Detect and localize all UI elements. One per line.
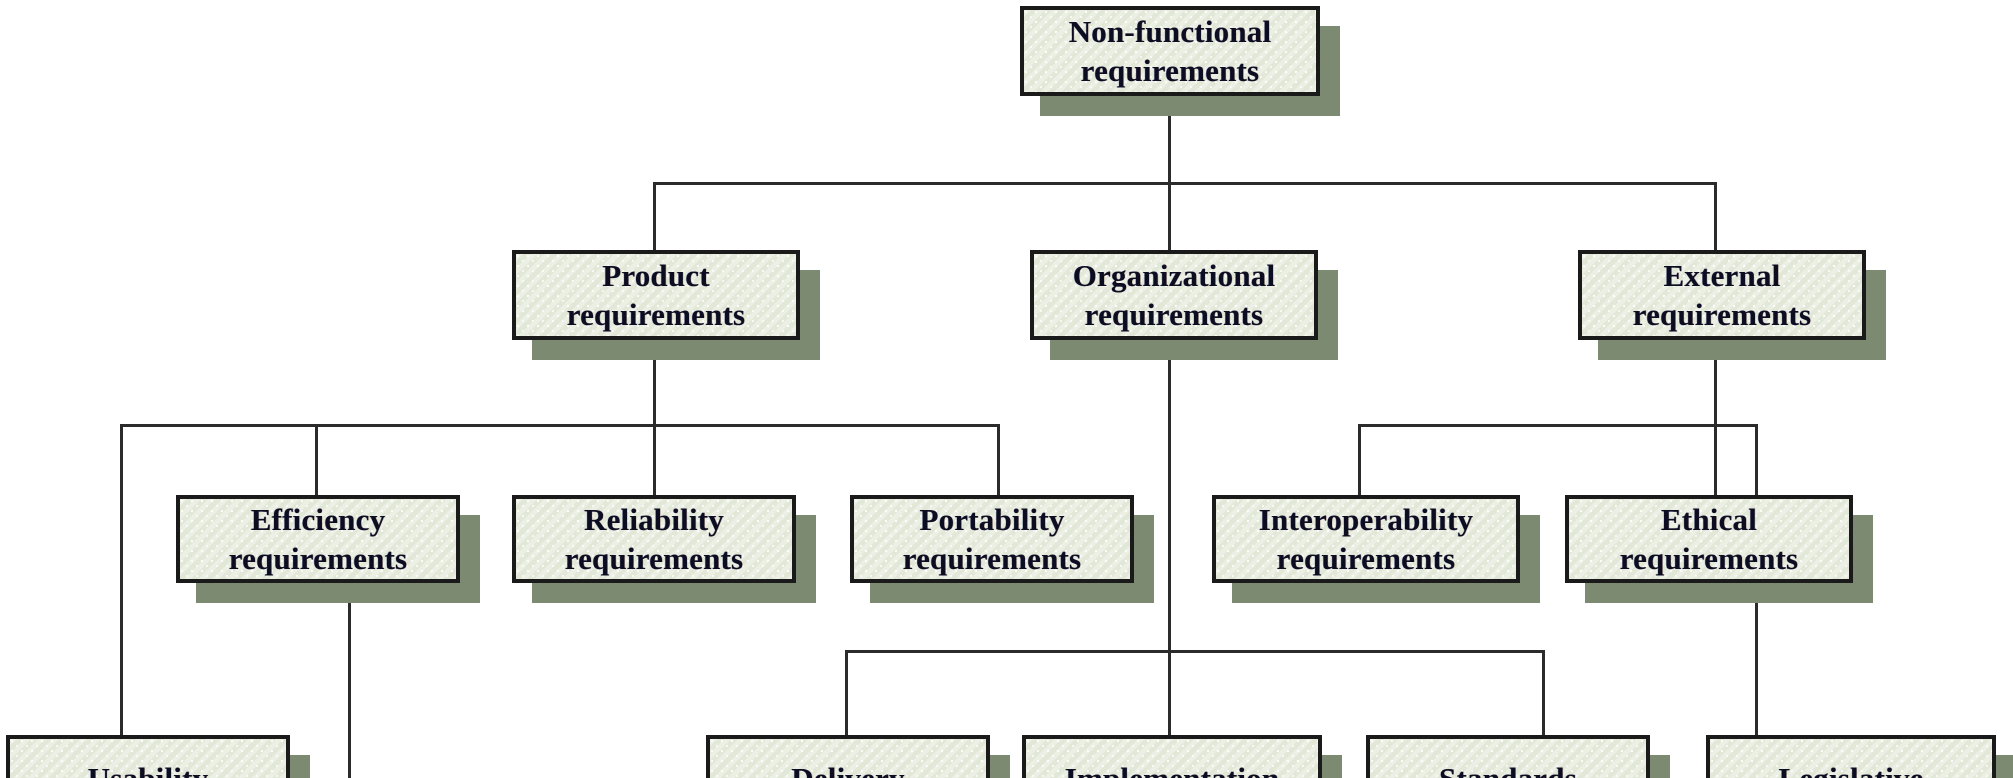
connector-drop-efficiency (315, 424, 318, 498)
node-ethical-requirements[interactable]: Ethical requirements (1565, 495, 1853, 583)
node-implementation[interactable]: Implementation (1022, 735, 1322, 778)
connector-external-bus (1358, 424, 1758, 427)
node-portability-requirements[interactable]: Portability requirements (850, 495, 1134, 583)
node-label: Portability requirements (902, 501, 1082, 576)
connector-organizational-bus (845, 650, 1545, 653)
connector-drop-product (653, 182, 656, 252)
node-label: Legislative (1772, 759, 1929, 778)
node-label: Ethical requirements (1619, 501, 1799, 576)
node-label: Interoperability requirements (1258, 501, 1474, 576)
node-non-functional-requirements[interactable]: Non-functional requirements (1020, 6, 1320, 96)
node-label: Non-functional requirements (1068, 13, 1272, 88)
node-label: Delivery (785, 759, 911, 778)
connector-drop-delivery (845, 650, 848, 738)
connector-drop-interoperability (1358, 424, 1361, 498)
node-product-requirements[interactable]: Product requirements (512, 250, 800, 340)
connector-product-stem (653, 340, 656, 426)
node-organizational-requirements[interactable]: Organizational requirements (1030, 250, 1318, 340)
node-label: Reliability requirements (564, 501, 744, 576)
connector-drop-implementation (1168, 650, 1171, 738)
connector-drop-reliability (653, 424, 656, 498)
node-label: Standards (1433, 759, 1583, 778)
node-label: Product requirements (566, 257, 746, 332)
node-standards[interactable]: Standards (1366, 735, 1650, 778)
connector-drop-organizational (1168, 182, 1171, 252)
node-label: Implementation (1059, 759, 1286, 778)
node-label: Usability (82, 759, 215, 778)
node-usability[interactable]: Usability (6, 735, 290, 778)
connector-product-bus (120, 424, 1000, 427)
connector-root-stem (1168, 96, 1171, 184)
node-label: External requirements (1632, 257, 1812, 332)
connector-efficiency-stem (348, 583, 351, 778)
connector-drop-portability (997, 424, 1000, 498)
connector-drop-standards (1542, 650, 1545, 738)
node-efficiency-requirements[interactable]: Efficiency requirements (176, 495, 460, 583)
connector-organizational-stem (1168, 340, 1171, 740)
node-label: Organizational requirements (1072, 257, 1276, 332)
node-label: Efficiency requirements (228, 501, 408, 576)
connector-drop-external (1714, 182, 1717, 252)
node-delivery[interactable]: Delivery (706, 735, 990, 778)
node-reliability-requirements[interactable]: Reliability requirements (512, 495, 796, 583)
connector-external-stem (1714, 340, 1717, 426)
node-interoperability-requirements[interactable]: Interoperability requirements (1212, 495, 1520, 583)
node-legislative[interactable]: Legislative (1706, 735, 1996, 778)
connector-drop-usability (120, 424, 123, 738)
connector-tier2-bus (653, 182, 1716, 185)
connector-drop-ethical (1714, 424, 1717, 498)
node-external-requirements[interactable]: External requirements (1578, 250, 1866, 340)
